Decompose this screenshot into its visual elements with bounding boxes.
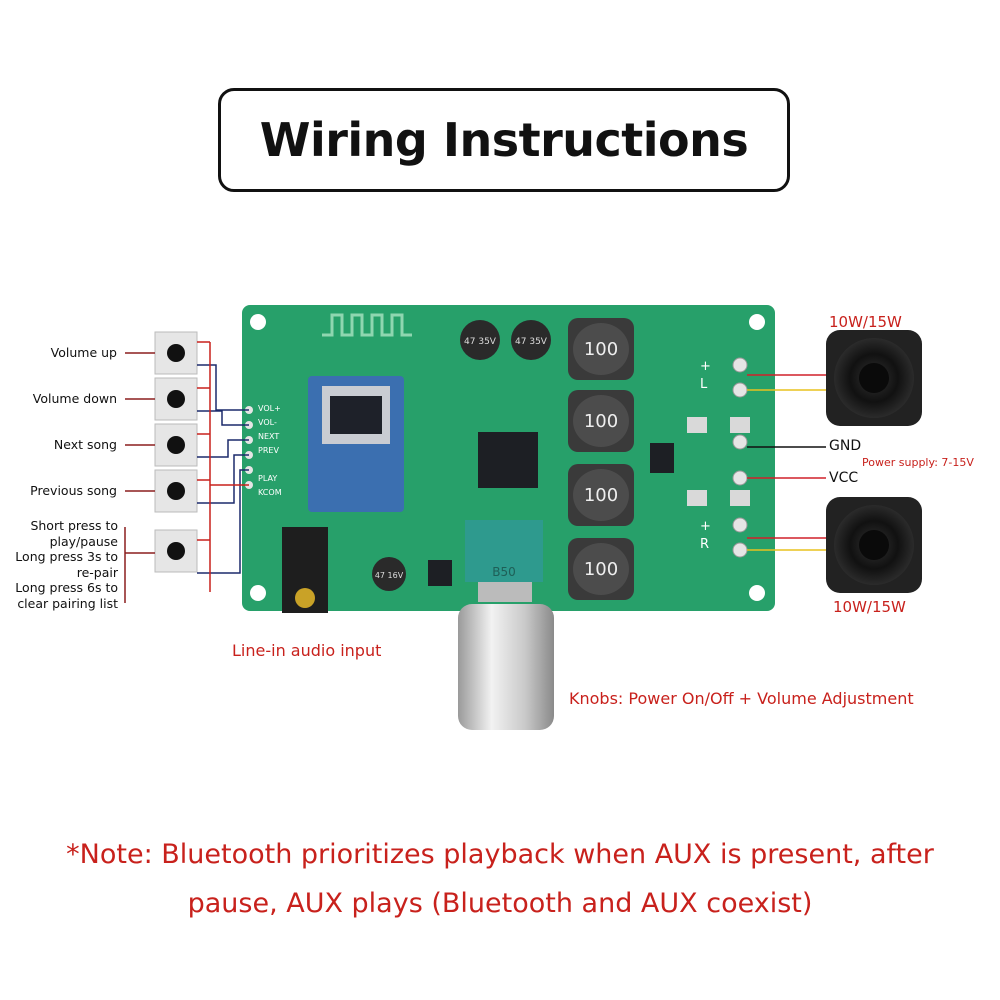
capacitor-small: 47 16V	[372, 557, 406, 591]
play-line: Long press 3s to	[15, 549, 118, 564]
inductor-4: 100	[568, 538, 634, 600]
pin-vol-minus: VOL-	[258, 418, 277, 427]
inductor-3: 100	[568, 464, 634, 526]
board-r-plus: +	[700, 519, 711, 534]
tactile-button-5[interactable]	[154, 529, 198, 573]
line-in-label: Line-in audio input	[232, 641, 382, 660]
capacitor-big-2: 47 35V	[511, 320, 551, 360]
play-line: Long press 6s to	[15, 580, 118, 595]
note-line-1: *Note: Bluetooth prioritizes playback wh…	[66, 839, 934, 870]
board-r-label: R	[700, 537, 709, 552]
signal-wires	[197, 364, 249, 574]
power-supply-label: Power supply: 7-15V	[862, 456, 974, 469]
potentiometer	[465, 520, 543, 582]
tactile-button-1[interactable]	[154, 331, 198, 375]
amp-chip	[478, 432, 538, 488]
board-l-plus: +	[700, 359, 711, 374]
vcc-label: VCC	[829, 470, 859, 486]
speaker-wires	[747, 374, 826, 551]
title-box: Wiring Instructions	[218, 88, 790, 192]
label-volume-up: Volume up	[50, 345, 117, 360]
play-line: play/pause	[49, 533, 118, 549]
inductor-label: 100	[584, 411, 618, 432]
label-volume-down: Volume down	[32, 391, 117, 406]
pin-next: NEXT	[258, 432, 280, 441]
gnd-label: GND	[829, 438, 862, 454]
pin-vol-plus: VOL+	[258, 404, 281, 413]
tactile-button-4[interactable]	[154, 469, 198, 513]
pot-code: B50	[492, 565, 516, 579]
pin-kcom: KCOM	[258, 488, 282, 497]
label-next-song: Next song	[53, 437, 117, 452]
board-l-label: L	[700, 377, 708, 392]
speaker-left	[826, 330, 922, 426]
inductor-label: 100	[584, 485, 618, 506]
label-previous-song: Previous song	[30, 483, 117, 498]
note-line-2: pause, AUX plays (Bluetooth and AUX coex…	[187, 888, 813, 919]
tactile-button-2[interactable]	[154, 377, 198, 421]
label-play-instructions: Short press to play/pause Long press 3s …	[8, 518, 118, 611]
antenna-trace	[322, 313, 412, 337]
play-line: re-pair	[76, 564, 118, 580]
tactile-button-3[interactable]	[154, 423, 198, 467]
inductor-2: 100	[568, 390, 634, 452]
label-wires	[124, 352, 155, 603]
common-wire	[197, 341, 249, 592]
inductor-label: 100	[584, 339, 618, 360]
pin-prev: PREV	[258, 446, 279, 455]
inductor-1: 100	[568, 318, 634, 380]
knob-label: Knobs: Power On/Off + Volume Adjustment	[569, 689, 914, 708]
speaker-right	[826, 497, 922, 593]
speaker-right-rating: 10W/15W	[833, 598, 906, 616]
volume-knob[interactable]	[458, 604, 554, 730]
page-title: Wiring Instructions	[259, 113, 749, 167]
pin-play: PLAY	[258, 474, 278, 483]
cap-label: 47 35V	[464, 337, 497, 347]
play-line: clear pairing list	[17, 595, 118, 611]
cap-label: 47 35V	[515, 337, 548, 347]
speaker-left-rating: 10W/15W	[829, 313, 902, 331]
play-line: Short press to	[30, 518, 118, 533]
cap-label: 47 16V	[375, 571, 404, 580]
inductor-label: 100	[584, 559, 618, 580]
capacitor-big-1: 47 35V	[460, 320, 500, 360]
